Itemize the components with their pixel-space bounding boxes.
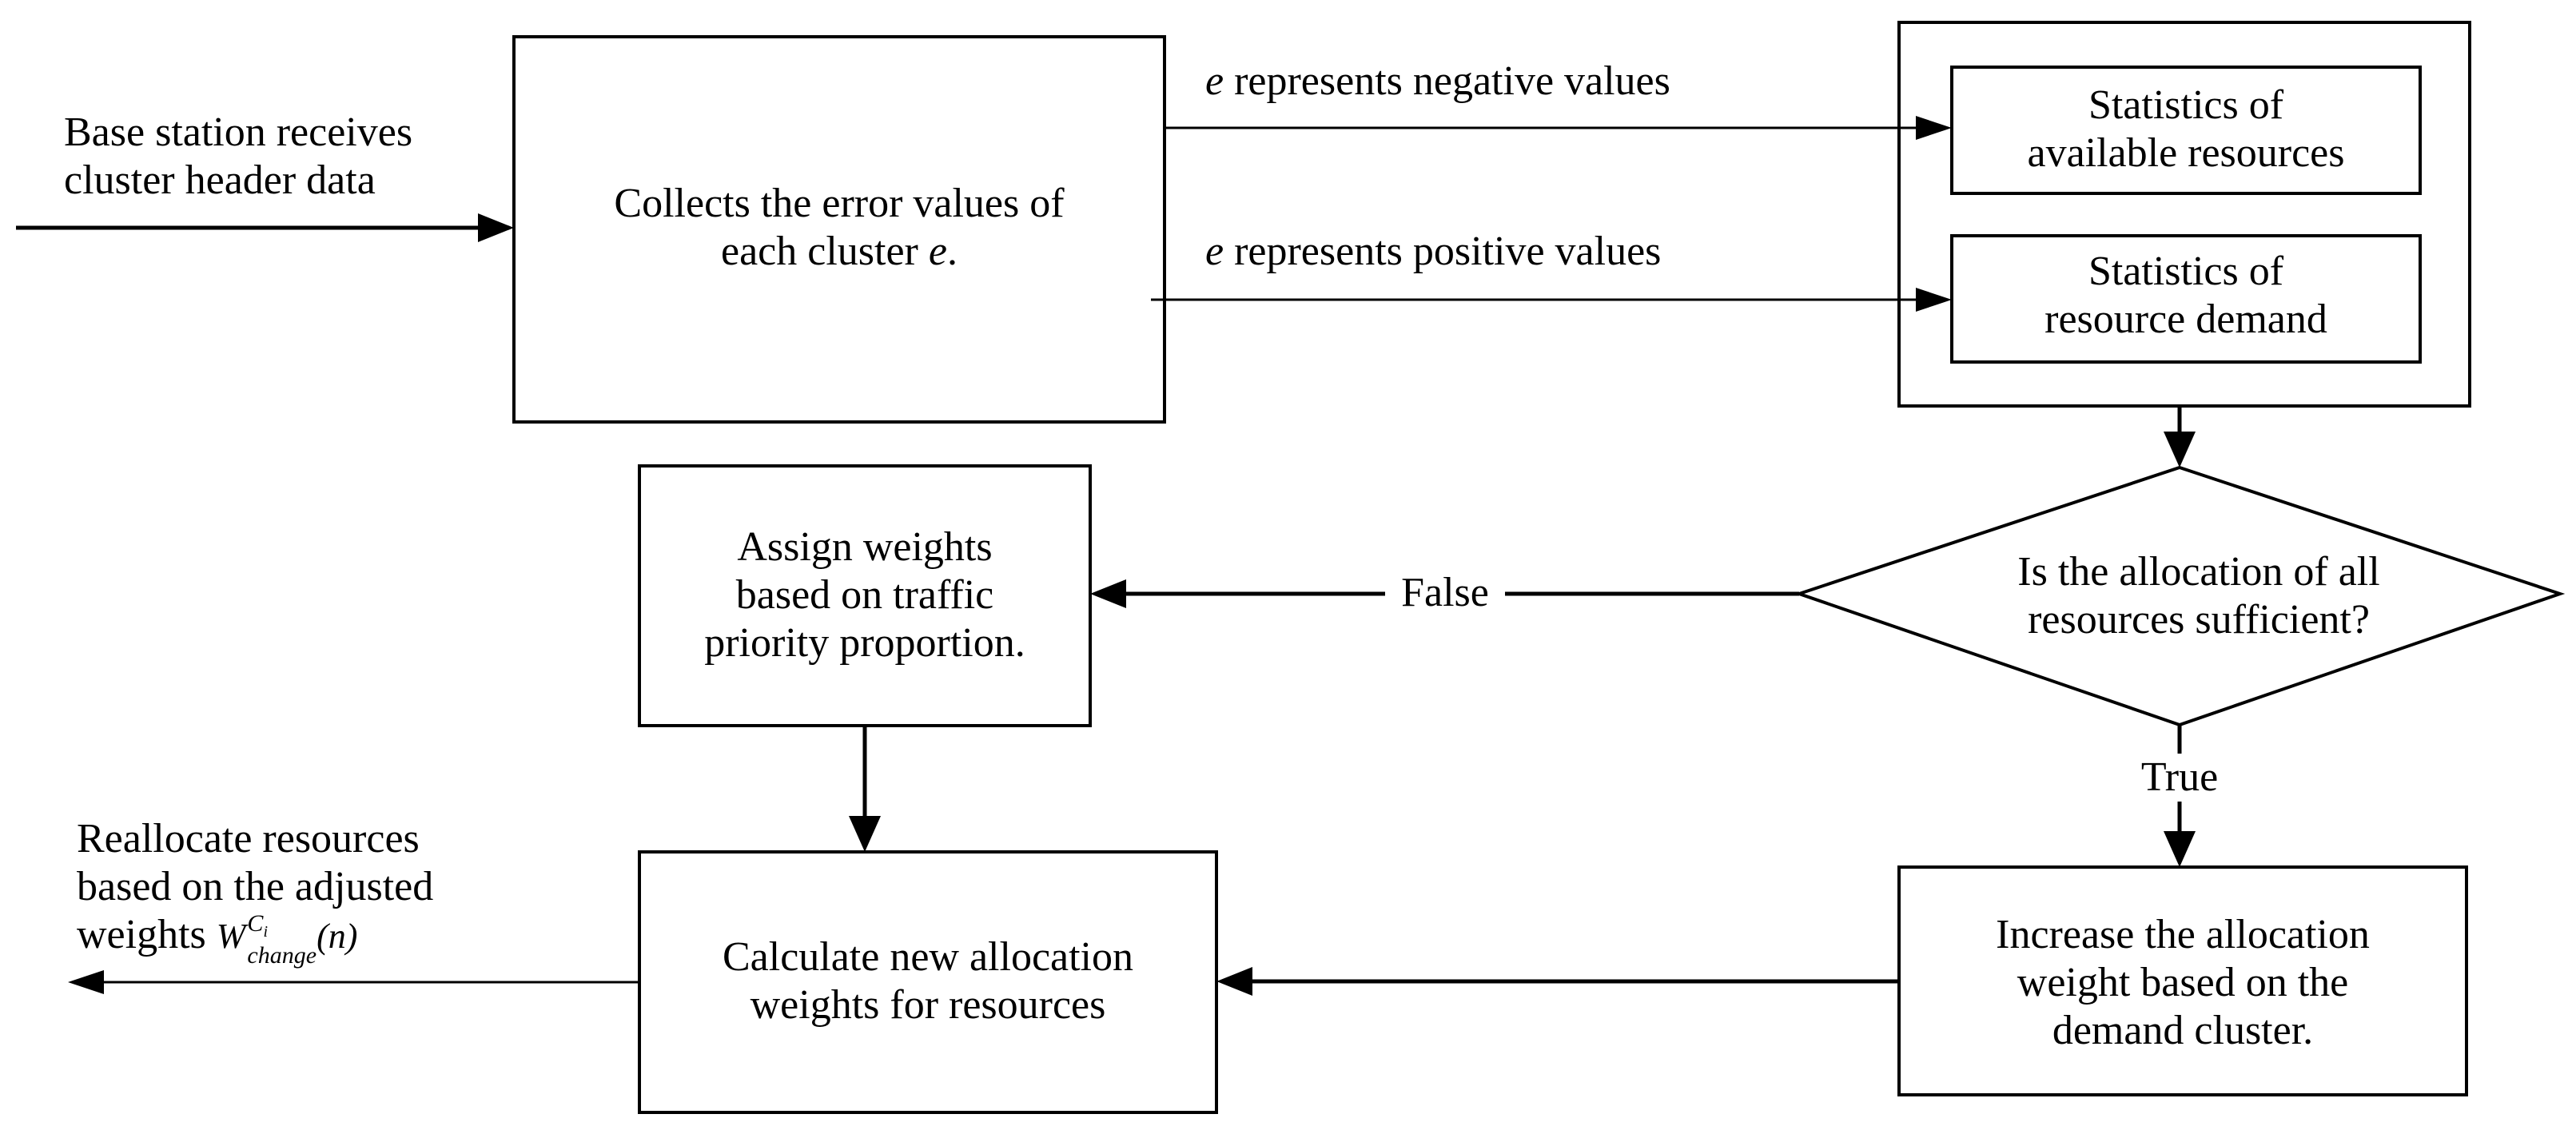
arrow-positive bbox=[1151, 288, 1952, 312]
stats-container-box bbox=[1897, 21, 2471, 408]
increase-box bbox=[1897, 865, 2468, 1096]
arrow-false bbox=[1090, 579, 1799, 608]
assign-box bbox=[638, 464, 1092, 727]
arrow-to-decision bbox=[2164, 406, 2196, 468]
stats-available-box bbox=[1950, 66, 2422, 195]
arrow-output bbox=[68, 970, 639, 994]
arrow-assign-to-calculate bbox=[849, 726, 881, 852]
collect-box bbox=[512, 35, 1166, 424]
decision-diamond bbox=[1794, 465, 2566, 727]
arrow-true bbox=[2164, 725, 2196, 867]
calculate-box bbox=[638, 850, 1218, 1114]
arrow-input bbox=[16, 213, 514, 242]
stats-demand-box bbox=[1950, 234, 2422, 364]
arrow-negative bbox=[1165, 116, 1952, 140]
arrow-increase-to-calculate bbox=[1216, 967, 1899, 996]
